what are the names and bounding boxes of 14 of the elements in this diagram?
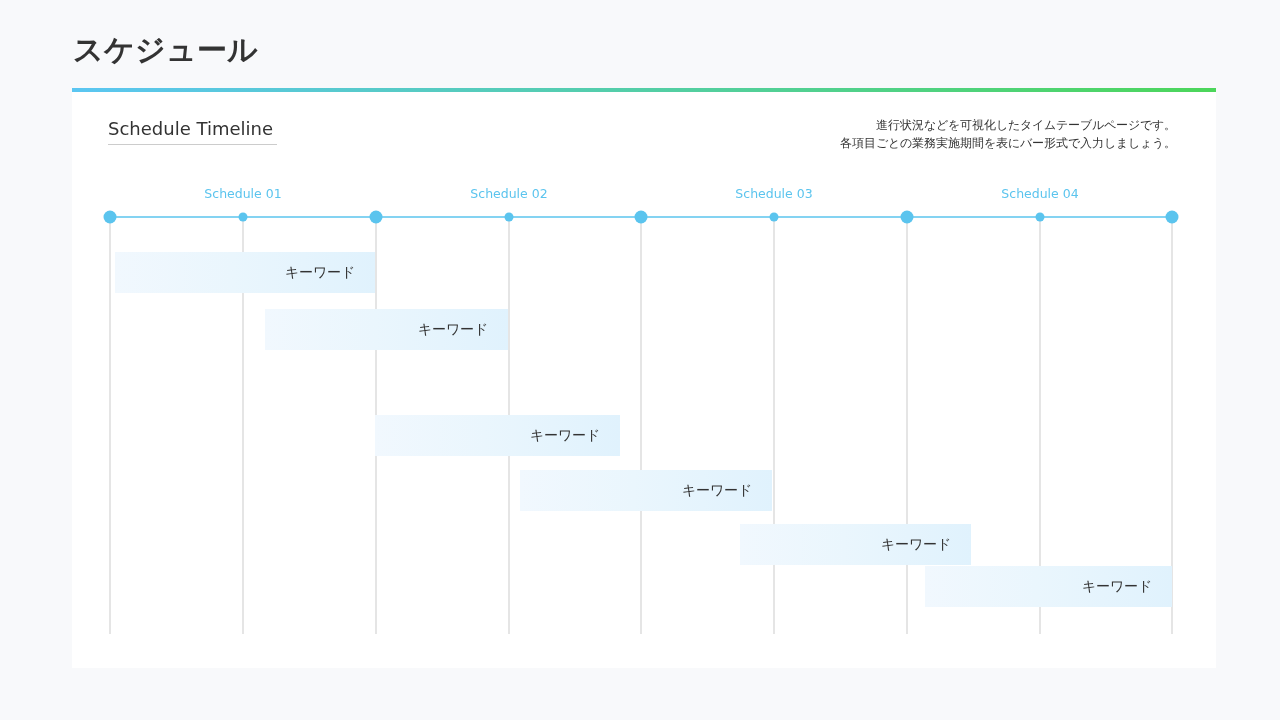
schedule-label: Schedule 03 (734, 186, 814, 201)
schedule-bar: キーワード (375, 415, 620, 456)
schedule-bar: キーワード (925, 566, 1172, 607)
schedule-bar: キーワード (520, 470, 772, 511)
subtitle: Schedule Timeline (108, 118, 277, 145)
description-text: 進行状況などを可視化したタイムテーブルページです。 (876, 117, 1176, 134)
schedule-bar: キーワード (265, 309, 508, 350)
schedule-label: Schedule 01 (203, 186, 283, 201)
page-title: スケジュール (73, 31, 258, 69)
schedule-bar: キーワード (740, 524, 971, 565)
description-text: 各項目ごとの業務実施期間を表にバー形式で入力しましょう。 (840, 135, 1176, 152)
schedule-label: Schedule 04 (1000, 186, 1080, 201)
schedule-label: Schedule 02 (469, 186, 549, 201)
schedule-bar: キーワード (115, 252, 375, 293)
